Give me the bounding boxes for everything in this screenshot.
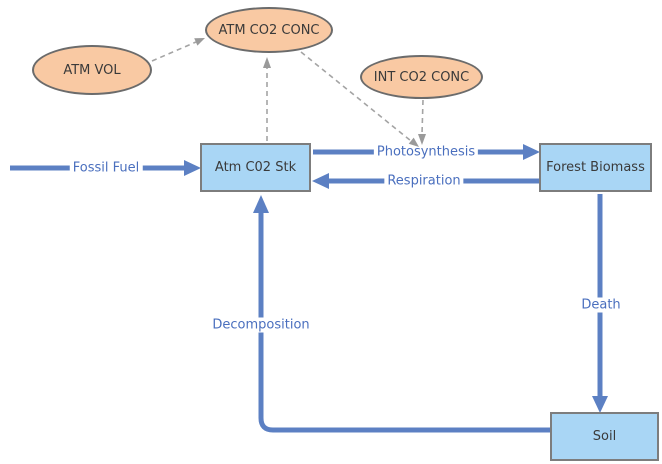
stock-soil-label: Soil <box>592 429 617 444</box>
influence-atm-vol-to-atm-co2-conc <box>151 38 205 62</box>
stock-soil[interactable]: Soil <box>550 412 659 461</box>
flow-label-fossil-fuel: Fossil Fuel <box>69 160 143 176</box>
decomposition-flow <box>253 195 550 433</box>
influence-atm-co2-stk-arrowhead-icon <box>263 57 271 68</box>
variable-atm-vol[interactable]: ATM VOL <box>32 45 152 95</box>
decomposition-arrowhead-icon <box>253 195 269 213</box>
influence-int-co2-conc-arrowhead-icon <box>418 134 426 145</box>
flow-label-death: Death <box>578 297 624 313</box>
flow-label-photosynthesis: Photosynthesis <box>373 144 479 160</box>
fossil-fuel-arrowhead-icon <box>184 160 201 176</box>
influence-int-co2-conc-line <box>421 99 424 135</box>
variable-atm-co2-conc-label: ATM CO2 CONC <box>218 22 320 38</box>
influence-atm-vol-line <box>151 41 197 62</box>
respiration-arrowhead-icon <box>312 173 329 189</box>
variable-atm-vol-label: ATM VOL <box>63 62 121 78</box>
stock-forest-biomass-label: Forest Biomass <box>546 160 645 175</box>
variable-int-co2-conc-label: INT CO2 CONC <box>373 69 470 85</box>
influence-atm-vol-arrowhead-icon <box>194 38 205 46</box>
stock-atm-co2-stk-label: Atm C02 Stk <box>214 160 297 175</box>
flow-label-respiration: Respiration <box>384 173 464 189</box>
flow-label-decomposition: Decomposition <box>209 317 313 333</box>
influence-int-co2-conc-to-photosynthesis <box>418 99 426 145</box>
photosynthesis-arrowhead-icon <box>523 144 540 160</box>
influence-atm-co2-stk-to-atm-co2-conc <box>263 57 271 141</box>
death-arrowhead-icon <box>592 396 608 413</box>
stock-atm-co2-stk[interactable]: Atm C02 Stk <box>200 143 311 192</box>
stock-forest-biomass[interactable]: Forest Biomass <box>539 143 652 192</box>
variable-int-co2-conc[interactable]: INT CO2 CONC <box>360 55 483 99</box>
variable-atm-co2-conc[interactable]: ATM CO2 CONC <box>205 7 333 53</box>
